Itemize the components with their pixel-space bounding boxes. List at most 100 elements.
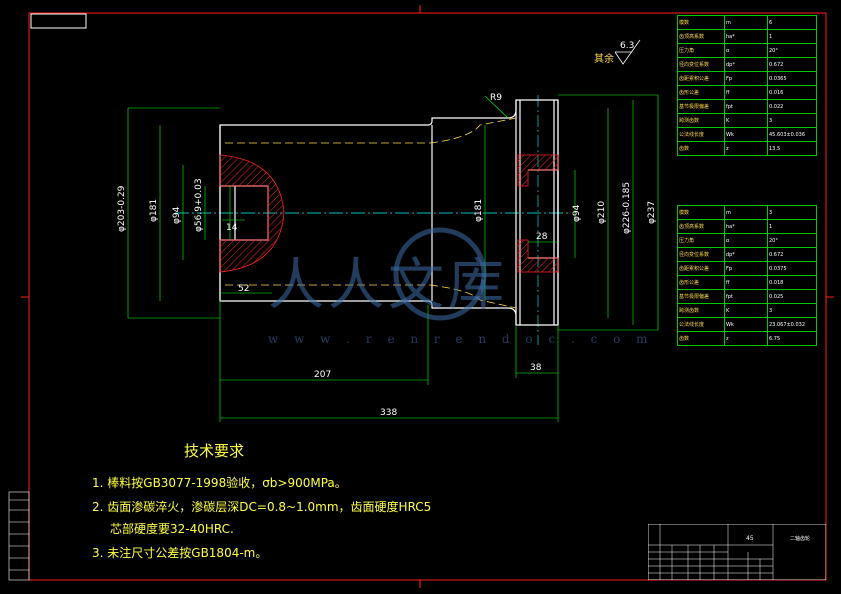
table-cell: 齿形公差 bbox=[677, 85, 725, 100]
table-cell: 公法线长度 bbox=[677, 317, 725, 332]
table-cell: 齿顶高系数 bbox=[677, 219, 725, 234]
table-cell: 模数 bbox=[677, 15, 725, 30]
table-cell: ha* bbox=[724, 29, 768, 44]
note-line-3: 3. 未注尺寸公差按GB1804-m。 bbox=[92, 546, 268, 560]
dim-d10: φ210 bbox=[597, 201, 607, 224]
table-cell: 45.603±0.036 bbox=[767, 127, 817, 142]
hatch-gear-bottom bbox=[517, 239, 559, 273]
table-cell: 20° bbox=[767, 43, 817, 58]
table-cell: 压力角 bbox=[677, 43, 725, 58]
table-cell: ha* bbox=[724, 219, 768, 234]
table-cell: 3 bbox=[767, 303, 817, 318]
table-cell: 0.0365 bbox=[767, 71, 817, 86]
dim-d1: φ203-0.29 bbox=[117, 185, 127, 232]
dim-d4: φ56.9+0.03 bbox=[194, 178, 204, 232]
table-cell: 基节极限偏差 bbox=[677, 289, 725, 304]
table-cell: 0.022 bbox=[767, 99, 817, 114]
table-cell: 1 bbox=[767, 219, 817, 234]
table-cell: Fp bbox=[724, 71, 768, 86]
table-cell: 齿数 bbox=[677, 331, 725, 346]
table-cell: Wk bbox=[724, 317, 768, 332]
table-cell: 径向变位系数 bbox=[677, 247, 725, 262]
dim-d8: φ94 bbox=[572, 204, 582, 222]
table-cell: 跨测齿数 bbox=[677, 303, 725, 318]
table-cell: m bbox=[724, 205, 768, 220]
table-cell: ff bbox=[724, 85, 768, 100]
dim-d12: φ237 bbox=[647, 201, 657, 224]
table-cell: K bbox=[724, 113, 768, 128]
table-cell: 跨测齿数 bbox=[677, 113, 725, 128]
table-cell: 0.018 bbox=[767, 275, 817, 290]
table-cell: fpt bbox=[724, 99, 768, 114]
table-cell: 基节极限偏差 bbox=[677, 99, 725, 114]
dim-len1: 207 bbox=[314, 370, 331, 380]
table-cell: ff bbox=[724, 275, 768, 290]
roughness-value: 6.3 bbox=[620, 41, 634, 51]
dim-d11: φ226-0.185 bbox=[622, 182, 632, 234]
titleblock-part: 二轴齿轮 bbox=[790, 535, 810, 542]
table-cell: Wk bbox=[724, 127, 768, 142]
table-cell: 公法线长度 bbox=[677, 127, 725, 142]
roughness-symbol: 6.3 其余 bbox=[594, 39, 641, 65]
table-cell: 3 bbox=[767, 205, 817, 220]
dimension-lines bbox=[127, 94, 659, 422]
table-cell: 0.016 bbox=[767, 85, 817, 100]
titleblock-material: 45 bbox=[746, 535, 754, 542]
note-line-2b: 芯部硬度要32-40HRC. bbox=[110, 522, 234, 536]
table-cell: α bbox=[724, 43, 768, 58]
table-cell: m bbox=[724, 15, 768, 30]
table-cell: dp* bbox=[724, 57, 768, 72]
table-cell: z bbox=[724, 331, 768, 346]
table-cell: fpt bbox=[724, 289, 768, 304]
dim-len2: 338 bbox=[380, 408, 397, 418]
table-cell: K bbox=[724, 303, 768, 318]
dim-d3: φ94 bbox=[172, 206, 182, 224]
table-cell: 0.0375 bbox=[767, 261, 817, 276]
table-cell: z bbox=[724, 141, 768, 156]
dim-d9: 28 bbox=[536, 232, 548, 242]
dim-d7: φ181 bbox=[474, 199, 484, 222]
table-cell: 20° bbox=[767, 233, 817, 248]
table-cell: 1 bbox=[767, 29, 817, 44]
frame-ticks bbox=[21, 5, 834, 588]
title-name-box bbox=[30, 13, 87, 29]
dim-d5: 14 bbox=[226, 223, 238, 233]
table-cell: 23.067±0.032 bbox=[767, 317, 817, 332]
table-cell: 13.5 bbox=[767, 141, 817, 156]
dim-r9: R9 bbox=[490, 93, 502, 103]
table-cell: α bbox=[724, 233, 768, 248]
dim-len3: 38 bbox=[530, 363, 542, 373]
table-cell: 0.672 bbox=[767, 57, 817, 72]
notes-title: 技术要求 bbox=[184, 442, 245, 460]
table-cell: dp* bbox=[724, 247, 768, 262]
table-cell: 齿顶高系数 bbox=[677, 29, 725, 44]
table-cell: 0.025 bbox=[767, 289, 817, 304]
table-cell: 压力角 bbox=[677, 233, 725, 248]
title-block: 45 二轴齿轮 bbox=[648, 524, 826, 580]
note-line-2: 2. 齿面渗碳淬火，渗碳层深DC=0.8~1.0mm，齿面硬度HRC5 bbox=[92, 500, 432, 514]
hatch-left bbox=[219, 154, 285, 273]
hatch-gear-top bbox=[517, 154, 559, 187]
table-cell: 齿距累积公差 bbox=[677, 71, 725, 86]
table-cell: 3 bbox=[767, 113, 817, 128]
roughness-label: 其余 bbox=[594, 52, 614, 65]
